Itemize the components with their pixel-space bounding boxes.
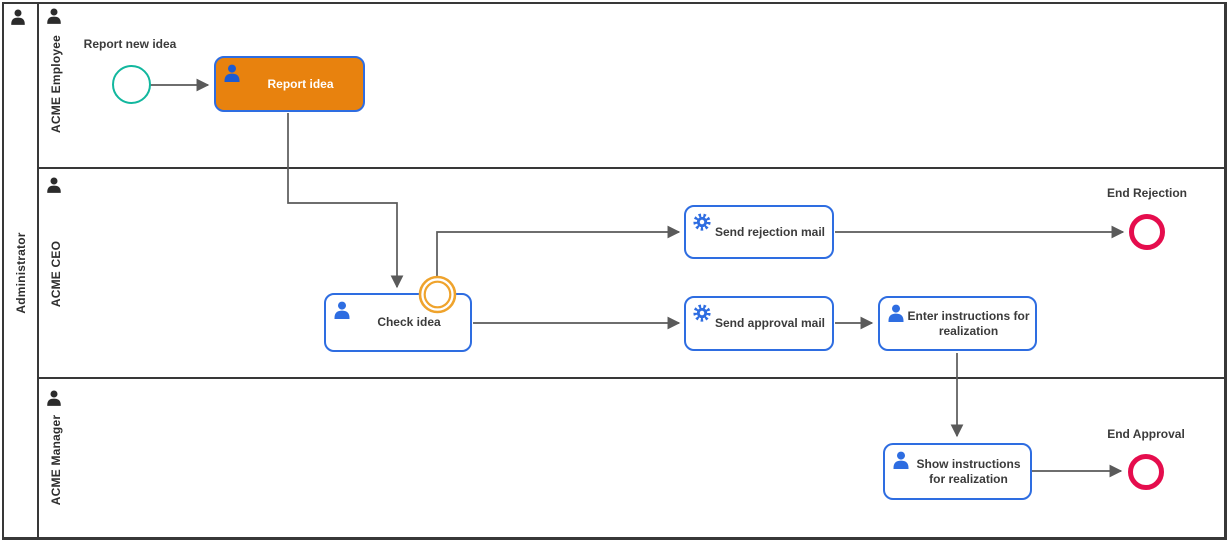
lane-person-icon bbox=[47, 177, 61, 193]
pool-label: Administrator bbox=[14, 232, 28, 314]
flow-boundary-to-send-rejection[interactable] bbox=[436, 225, 681, 276]
task-label: Send rejection mail bbox=[714, 224, 826, 239]
end-approval-label[interactable]: End Approval bbox=[1107, 427, 1185, 441]
task-label: Enter instructions for realization bbox=[907, 308, 1030, 338]
end-rejection-label[interactable]: End Rejection bbox=[1106, 186, 1187, 200]
lane-label-acme-manager: ACME Manager bbox=[49, 414, 63, 506]
task-label: Show instructions for realization bbox=[916, 456, 1021, 486]
service-task-gear-icon bbox=[693, 213, 711, 231]
pool-label-strip[interactable]: Administrator bbox=[2, 2, 39, 540]
start-event[interactable] bbox=[112, 65, 151, 104]
lane-acme-employee[interactable]: ACME Employee bbox=[39, 2, 1227, 167]
start-event-label[interactable]: Report new idea bbox=[83, 37, 177, 51]
boundary-event[interactable] bbox=[418, 275, 457, 314]
user-task-icon bbox=[334, 301, 350, 319]
lane-label-acme-ceo: ACME CEO bbox=[49, 240, 63, 308]
lane-acme-manager[interactable]: ACME Manager bbox=[39, 377, 1227, 540]
lane-acme-ceo[interactable]: ACME CEO bbox=[39, 167, 1227, 377]
task-label: Send approval mail bbox=[714, 316, 826, 330]
task-report-idea[interactable]: Report idea bbox=[214, 56, 365, 112]
user-task-icon bbox=[893, 451, 909, 469]
flow-report-idea-to-check-idea[interactable] bbox=[287, 113, 404, 289]
end-event-rejection[interactable] bbox=[1129, 214, 1165, 250]
task-send-rejection-mail[interactable]: Send rejection mail bbox=[684, 205, 834, 259]
participant-icon bbox=[11, 9, 25, 25]
lane-person-icon bbox=[47, 8, 61, 24]
service-task-gear-icon bbox=[693, 304, 711, 322]
task-enter-instructions[interactable]: Enter instructions for realization bbox=[878, 296, 1037, 351]
user-task-icon bbox=[224, 64, 240, 82]
task-send-approval-mail[interactable]: Send approval mail bbox=[684, 296, 834, 351]
lane-person-icon bbox=[47, 390, 61, 406]
user-task-icon bbox=[888, 304, 904, 322]
pool-administrator[interactable] bbox=[2, 2, 1227, 540]
task-label: Report idea bbox=[267, 76, 334, 91]
task-show-instructions[interactable]: Show instructions for realization bbox=[883, 443, 1032, 500]
end-event-approval[interactable] bbox=[1128, 454, 1164, 490]
task-label: Check idea bbox=[377, 315, 441, 329]
